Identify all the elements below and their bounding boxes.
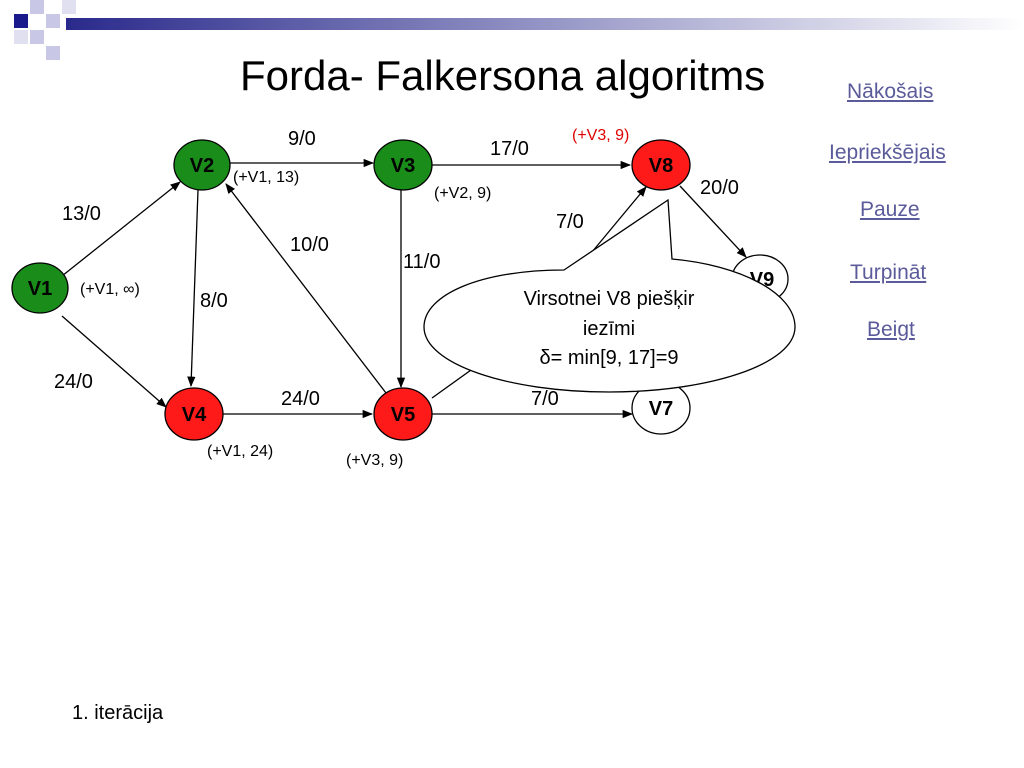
edges <box>61 158 747 419</box>
mark-v5: (+V3, 9) <box>346 452 403 469</box>
edge-label-v2-v4: 8/0 <box>200 290 228 312</box>
mark-v3: (+V2, 9) <box>434 185 491 202</box>
iteration-label: 1. iterācija <box>72 702 164 724</box>
edge-label-v3-v5: 11/0 <box>403 251 440 273</box>
node-v5: V5 <box>373 387 433 441</box>
edge-v1-v4 <box>61 315 167 408</box>
header-gradient-bar <box>66 18 1024 30</box>
corner-decoration <box>0 0 80 64</box>
edge-v5-v2 <box>225 183 387 394</box>
node-v2: V2 <box>173 139 231 191</box>
node-v7: V7 <box>631 381 691 435</box>
page-title: Forda- Falkersona algoritms <box>240 52 766 99</box>
node-v4: V4 <box>164 387 224 441</box>
edge-label-v8-v9: 20/0 <box>700 177 739 199</box>
edge-v1-v2 <box>61 181 181 277</box>
node-v2-label: V2 <box>190 155 214 177</box>
node-v4-label: V4 <box>182 404 207 426</box>
node-v1-label: V1 <box>28 278 52 300</box>
nav-pause-link[interactable]: Pauze <box>860 198 920 221</box>
mark-v4: (+V1, 24) <box>207 443 273 460</box>
edge-label-v1-v4: 24/0 <box>54 371 93 393</box>
node-v1: V1 <box>11 262 69 314</box>
mark-v8: (+V3, 9) <box>572 127 629 144</box>
mark-v2: (+V1, 13) <box>233 169 299 186</box>
mark-v1: (+V1, ∞) <box>80 281 140 298</box>
node-v8: V8 <box>631 139 691 191</box>
callout-line-1: Virsotnei V8 piešķir <box>524 288 695 310</box>
callout-line-3: δ= min[9, 17]=9 <box>540 347 679 369</box>
edge-label-v3-v8: 17/0 <box>490 138 529 160</box>
node-v5-label: V5 <box>391 404 415 426</box>
nav-previous-link[interactable]: Iepriekšējais <box>829 141 946 164</box>
node-v8-label: V8 <box>649 155 673 177</box>
nav-end-link[interactable]: Beigt <box>867 318 915 341</box>
edge-label-v5-v2: 10/0 <box>290 234 329 256</box>
edge-label-v1-v2: 13/0 <box>62 203 101 225</box>
edge-v8-v9 <box>679 185 747 258</box>
node-v3-label: V3 <box>391 155 415 177</box>
edge-label-v2-v3: 9/0 <box>288 128 316 150</box>
edge-v2-v4 <box>187 189 199 388</box>
nav-continue-link[interactable]: Turpināt <box>850 261 927 284</box>
edge-label-v5-v7: 7/0 <box>531 388 559 410</box>
edge-label-v7-v8: 7/0 <box>556 211 584 233</box>
nav-next-link[interactable]: Nākošais <box>847 80 934 103</box>
node-v7-label: V7 <box>649 398 673 420</box>
edge-v7-v8 <box>591 186 647 253</box>
node-v3: V3 <box>373 139 433 191</box>
callout-line-2: iezīmi <box>583 318 635 340</box>
callout-bubble: Virsotnei V8 piešķir iezīmi δ= min[9, 17… <box>423 198 796 393</box>
edge-label-v4-v5: 24/0 <box>281 388 320 410</box>
